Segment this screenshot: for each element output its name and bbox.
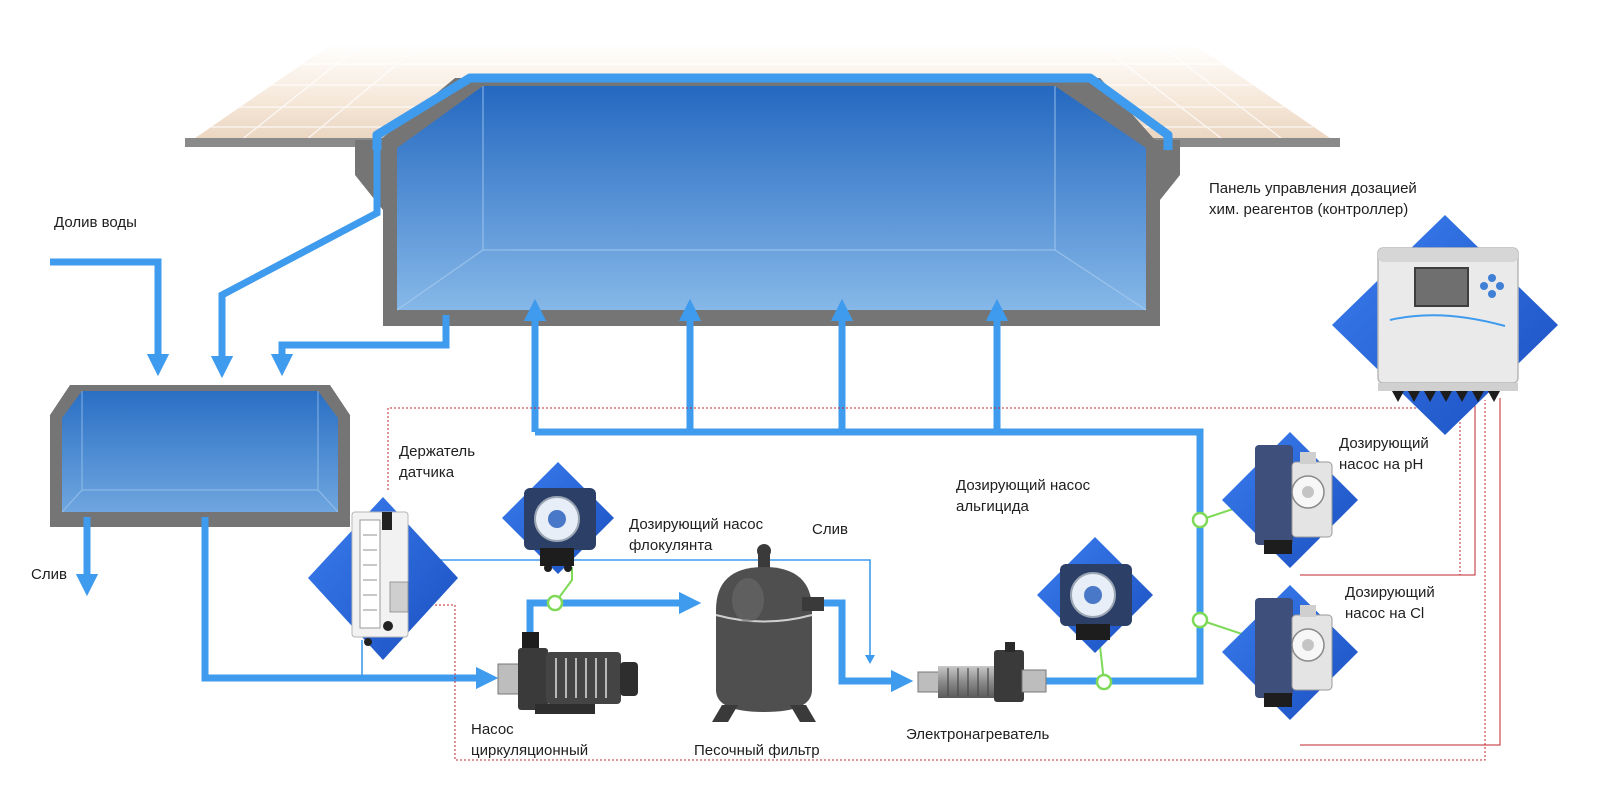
pipe-filter-to-heater xyxy=(820,599,914,693)
sensor-holder xyxy=(308,497,458,660)
label-cl-pump: Дозирующий насос на Cl xyxy=(1345,584,1435,622)
injection-points xyxy=(546,511,1209,691)
label-circulation-pump: Насос циркуляционный xyxy=(471,721,589,759)
label-drain-left: Слив xyxy=(31,566,67,583)
algicide-pump xyxy=(1037,537,1153,653)
label-flocculant-pump: Дозирующий насос флокулянта xyxy=(629,516,764,554)
controller-glands xyxy=(1392,391,1500,402)
label-drain-filter: Слив xyxy=(812,521,848,538)
signal-lines xyxy=(387,398,1501,761)
pipe-overflow-return xyxy=(210,150,381,379)
pipe-return-main xyxy=(535,428,1204,685)
tank-inner-edges xyxy=(61,391,339,513)
label-ph-pump: Дозирующий насос на рН xyxy=(1339,435,1429,473)
label-sand-filter: Песочный фильтр xyxy=(694,742,820,759)
pipes xyxy=(50,150,1204,693)
pipe-pump-outlet xyxy=(526,591,702,645)
electric-heater xyxy=(917,642,1047,702)
drain-filter-arrow xyxy=(865,655,875,664)
balance-tank xyxy=(50,385,350,527)
controller xyxy=(1332,215,1558,435)
circulation-pump xyxy=(497,632,638,714)
main-pool xyxy=(185,44,1340,326)
label-water-refill: Долив воды xyxy=(54,214,137,231)
pool-water xyxy=(397,86,1146,310)
pipe-water-refill xyxy=(50,258,170,377)
tank-water xyxy=(62,391,338,512)
label-heater: Электронагреватель xyxy=(906,726,1050,743)
pipe-suction xyxy=(201,517,499,690)
controller-screen xyxy=(1414,267,1469,307)
ph-pump xyxy=(1222,432,1358,568)
cl-pump xyxy=(1222,585,1358,720)
overflow-gutter xyxy=(372,73,1173,150)
pipe-bottom-drain xyxy=(270,315,450,377)
controller-keypad xyxy=(1480,274,1504,298)
label-sensor-holder: Держатель датчика xyxy=(399,443,476,481)
pool-inner-edges xyxy=(396,86,1147,311)
flocculant-pump xyxy=(502,462,614,574)
label-algicide-pump: Дозирующий насос альгицида xyxy=(956,477,1091,515)
label-controller: Панель управления дозацией хим. реагенто… xyxy=(1209,180,1417,218)
sand-filter xyxy=(712,544,824,722)
